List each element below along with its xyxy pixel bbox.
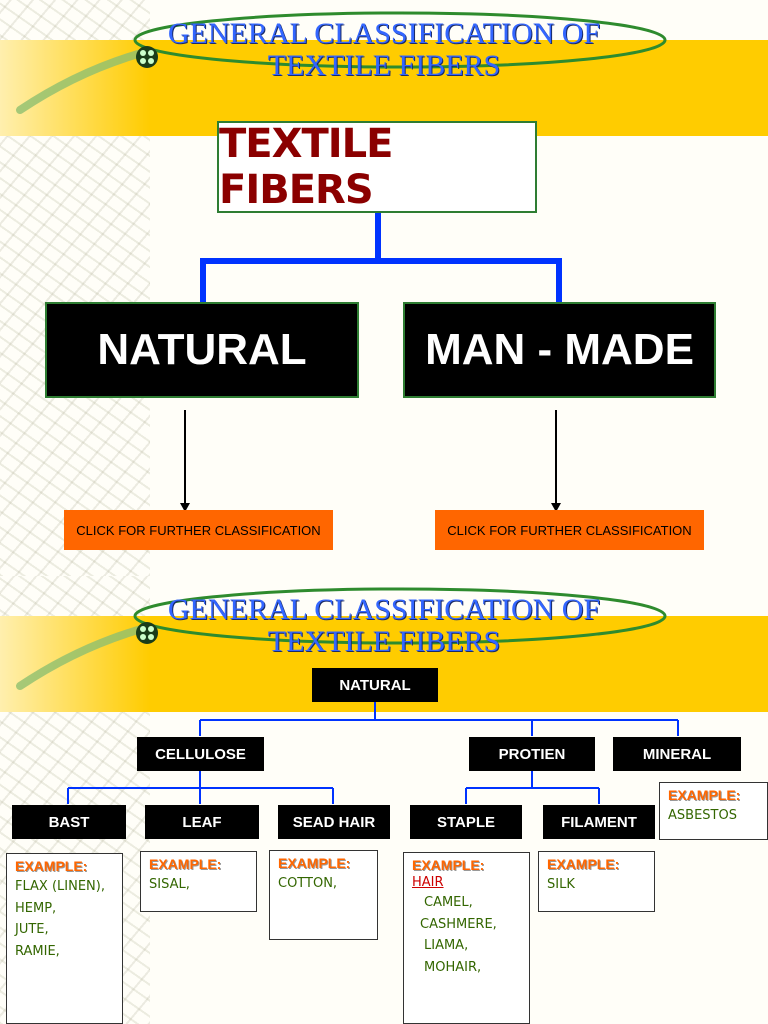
cellulose-node: CELLULOSE bbox=[137, 737, 264, 771]
example-item: CAMEL, bbox=[424, 895, 473, 910]
slide-title: GENERAL CLASSIFICATION OF TEXTILE FIBERS bbox=[0, 594, 768, 657]
connector-lines bbox=[67, 702, 679, 804]
leaf-node: LEAF bbox=[145, 805, 259, 839]
example-label: EXAMPLE: bbox=[15, 858, 88, 874]
example-item: LIAMA, bbox=[424, 938, 469, 954]
natural-root-node: NATURAL bbox=[312, 668, 438, 702]
bast-node: BAST bbox=[12, 805, 126, 839]
example-item: RAMIE, bbox=[15, 943, 60, 959]
filament-example-box: EXAMPLE: SILK bbox=[538, 851, 655, 912]
example-item: COTTON, bbox=[278, 876, 338, 891]
example-label: EXAMPLE: bbox=[547, 856, 620, 872]
example-item: FLAX (LINEN), bbox=[15, 879, 105, 894]
slide-textile-fibers: GENERAL CLASSIFICATION OF TEXTILE FIBERS… bbox=[0, 0, 768, 576]
example-item: JUTE, bbox=[15, 922, 49, 938]
example-item: SISAL, bbox=[149, 877, 190, 892]
title-line-2: TEXTILE FIBERS bbox=[267, 48, 501, 82]
staple-example-box: EXAMPLE: HAIR CAMEL, CASHMERE, LIAMA, MO… bbox=[403, 852, 530, 1024]
natural-further-classification-button[interactable]: CLICK FOR FURTHER CLASSIFICATION bbox=[64, 510, 333, 550]
sead-hair-example-box: EXAMPLE: COTTON, bbox=[269, 850, 378, 940]
example-item: SILK bbox=[547, 877, 575, 892]
example-item: ASBESTOS bbox=[668, 808, 737, 823]
example-label: EXAMPLE: bbox=[149, 856, 222, 872]
example-label: EXAMPLE: bbox=[412, 857, 485, 873]
protien-node: PROTIEN bbox=[469, 737, 595, 771]
orbit-swoosh-icon bbox=[16, 11, 667, 114]
connector-lines bbox=[180, 212, 562, 512]
example-label: EXAMPLE: bbox=[278, 855, 351, 871]
man-made-further-classification-button[interactable]: CLICK FOR FURTHER CLASSIFICATION bbox=[435, 510, 704, 550]
filament-node: FILAMENT bbox=[543, 805, 655, 839]
bast-example-box: EXAMPLE: FLAX (LINEN), HEMP, JUTE, RAMIE… bbox=[6, 853, 123, 1024]
example-label: EXAMPLE: bbox=[668, 787, 741, 803]
example-item: CASHMERE, bbox=[420, 916, 497, 932]
hair-link[interactable]: HAIR bbox=[412, 875, 444, 890]
orbit-swoosh-icon bbox=[16, 587, 667, 690]
textile-fibers-node: TEXTILE FIBERS bbox=[217, 121, 537, 213]
natural-node[interactable]: NATURAL bbox=[45, 302, 359, 398]
sead-hair-node: SEAD HAIR bbox=[278, 805, 390, 839]
example-item: MOHAIR, bbox=[424, 959, 482, 975]
leaf-example-box: EXAMPLE: SISAL, bbox=[140, 851, 257, 912]
mineral-node: MINERAL bbox=[613, 737, 741, 771]
mineral-example-box: EXAMPLE: ASBESTOS bbox=[659, 782, 768, 840]
title-line-2: TEXTILE FIBERS bbox=[267, 624, 501, 658]
man-made-node[interactable]: MAN - MADE bbox=[403, 302, 716, 398]
title-line-1: GENERAL CLASSIFICATION OF bbox=[167, 17, 601, 50]
staple-node: STAPLE bbox=[410, 805, 522, 839]
slide-natural-classification: GENERAL CLASSIFICATION OF TEXTILE FIBERS… bbox=[0, 576, 768, 1024]
slide-title: GENERAL CLASSIFICATION OF TEXTILE FIBERS bbox=[0, 18, 768, 81]
example-item: HEMP, bbox=[15, 900, 57, 916]
title-line-1: GENERAL CLASSIFICATION OF bbox=[167, 593, 601, 626]
